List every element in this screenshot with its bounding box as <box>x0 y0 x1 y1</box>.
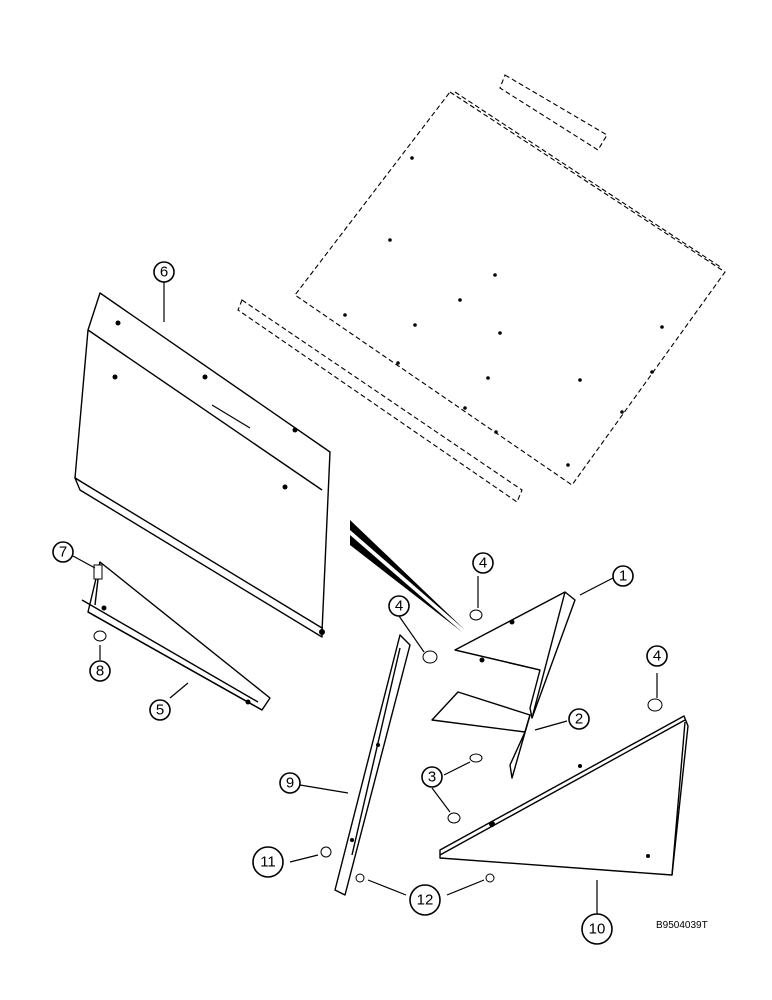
leader-lines <box>72 282 658 915</box>
svg-text:9: 9 <box>286 775 294 792</box>
svg-text:7: 7 <box>59 544 67 561</box>
callout-12: 12 <box>409 884 441 916</box>
callout-11: 11 <box>252 846 284 878</box>
svg-text:12: 12 <box>417 892 434 909</box>
svg-text:4: 4 <box>479 555 487 572</box>
svg-text:2: 2 <box>575 711 583 728</box>
callout-5: 5 <box>149 699 171 721</box>
bolt <box>93 564 103 580</box>
callout-4a: 4 <box>472 552 494 574</box>
shadow-wedge <box>350 520 465 632</box>
callout-1: 1 <box>612 565 634 587</box>
svg-text:8: 8 <box>96 663 104 680</box>
callout-7: 7 <box>52 541 74 563</box>
side-brace <box>81 561 271 711</box>
nut <box>93 630 107 642</box>
callout-8: 8 <box>89 660 111 682</box>
callout-3: 3 <box>421 766 443 788</box>
svg-text:5: 5 <box>156 702 164 719</box>
callout-6: 6 <box>153 261 175 283</box>
screw <box>447 753 483 824</box>
deflector-panel <box>74 292 331 638</box>
angle-bracket <box>431 691 531 779</box>
svg-text:4: 4 <box>653 648 661 665</box>
callout-4c: 4 <box>646 645 668 667</box>
callout-10: 10 <box>581 913 613 945</box>
large-triangular-support <box>439 715 689 876</box>
svg-text:6: 6 <box>160 264 168 281</box>
reference-code: B9504039T <box>656 920 708 931</box>
flange-nut <box>422 609 663 712</box>
svg-text:4: 4 <box>395 598 403 615</box>
triangular-bracket <box>454 591 576 719</box>
callout-2: 2 <box>568 708 590 730</box>
svg-text:11: 11 <box>260 854 276 871</box>
dashed-panel-assembly <box>237 74 726 503</box>
svg-text:1: 1 <box>619 568 627 585</box>
callout-4b: 4 <box>388 595 410 617</box>
svg-text:10: 10 <box>589 921 606 938</box>
callout-9: 9 <box>279 772 301 794</box>
support-strut <box>334 634 411 896</box>
svg-text:3: 3 <box>428 769 436 786</box>
